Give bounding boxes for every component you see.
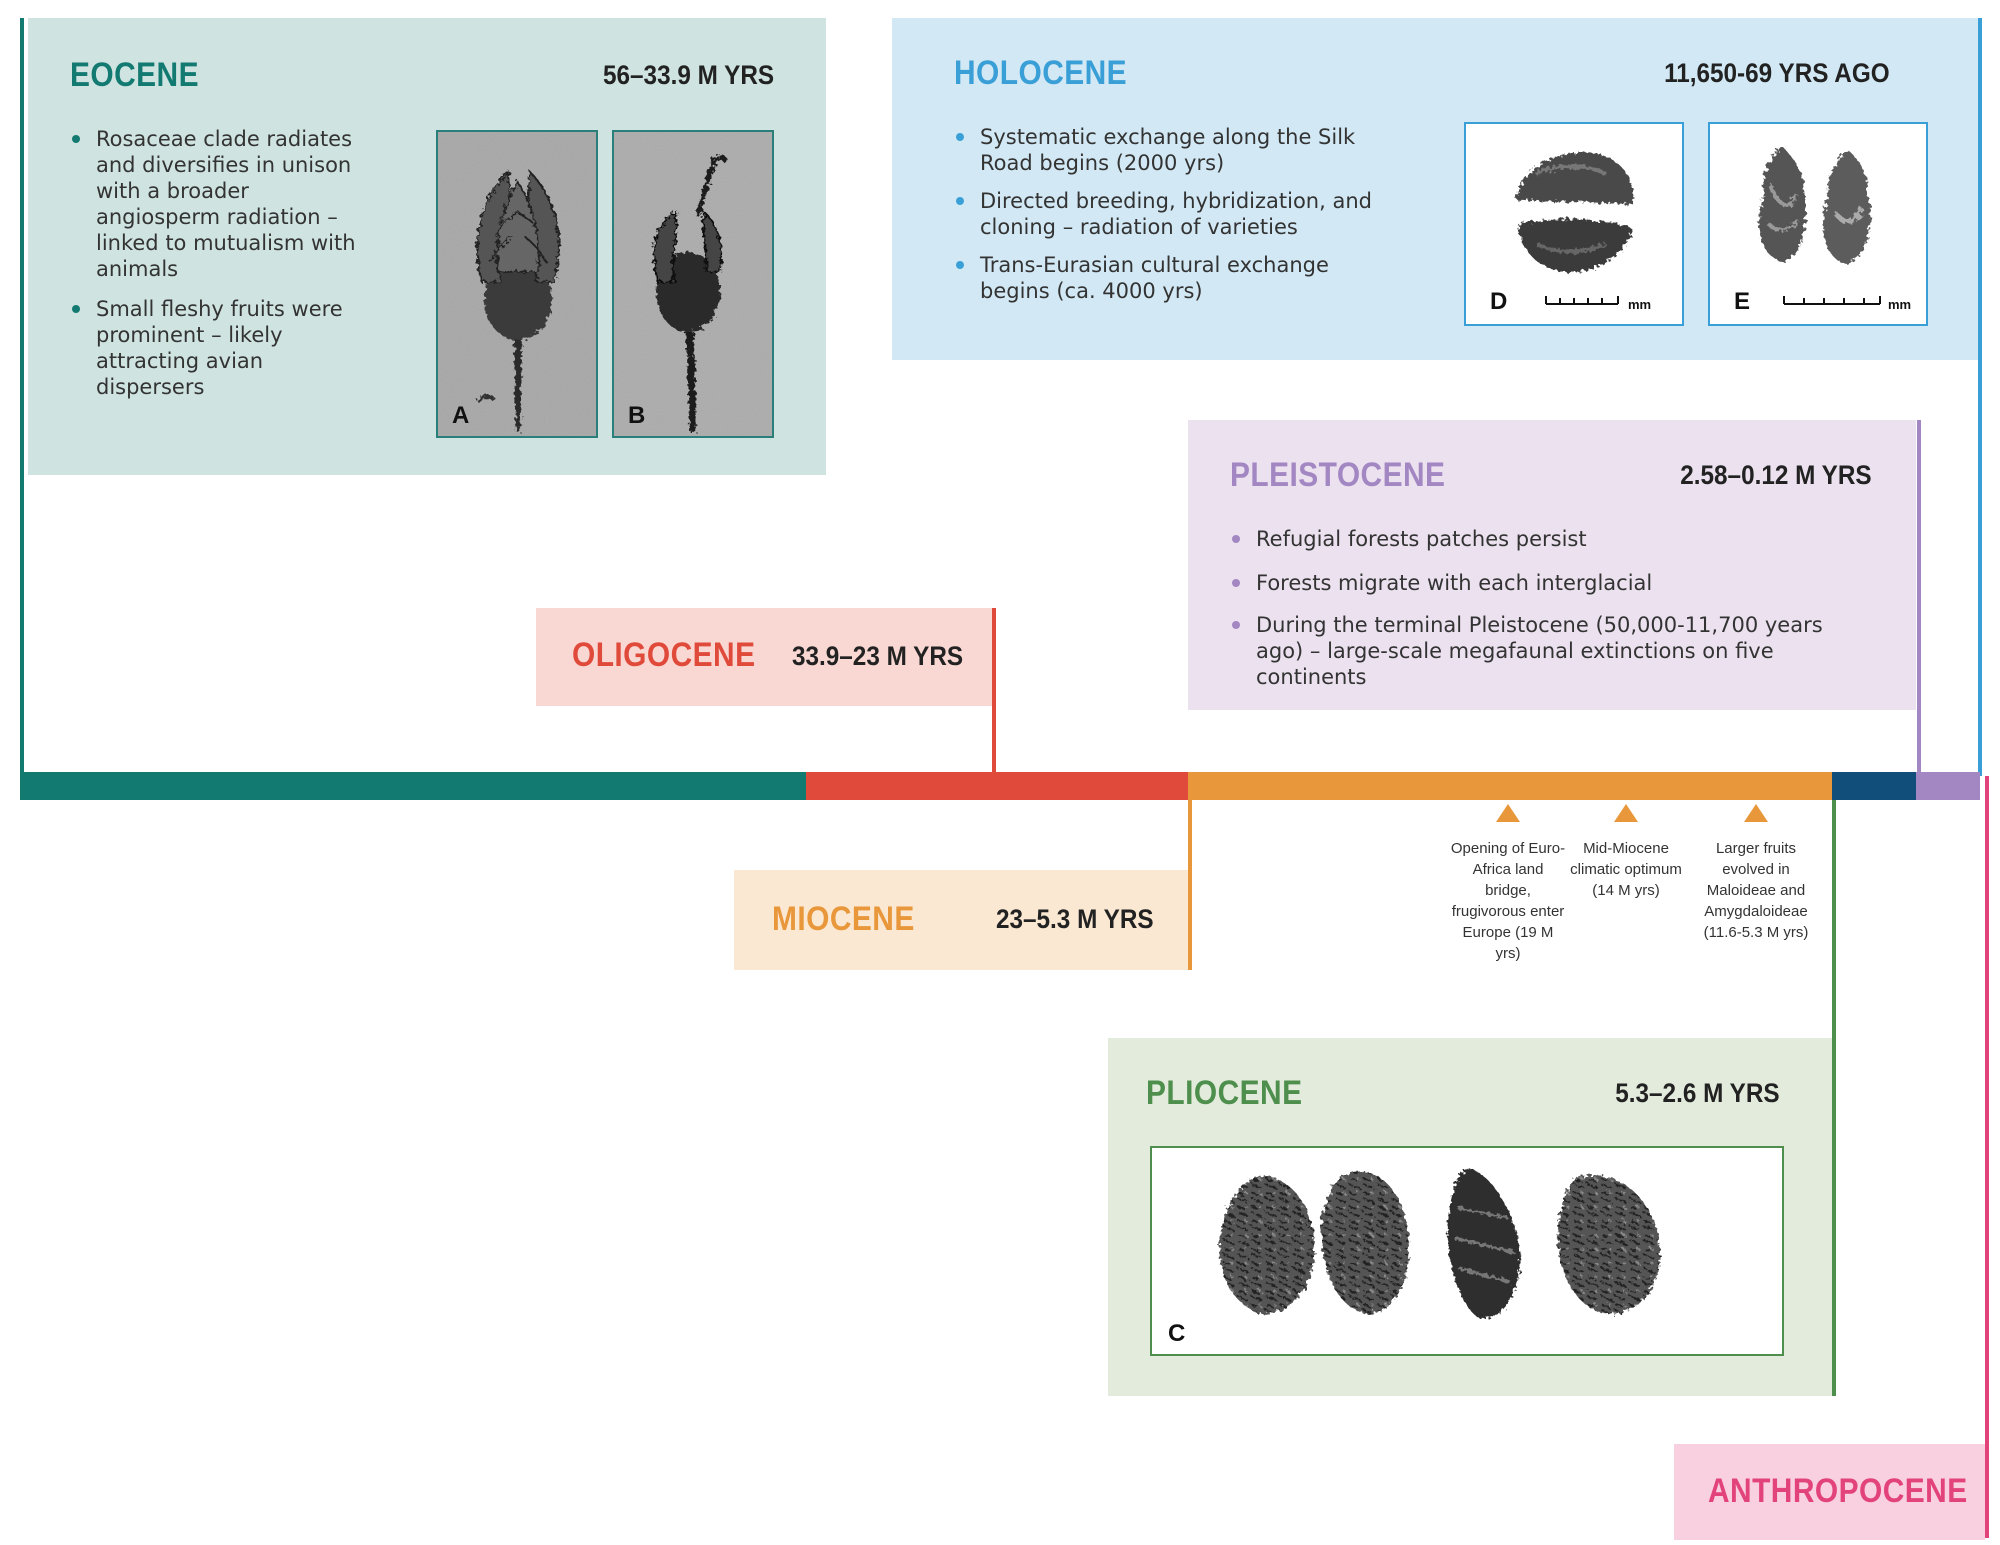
timeline-segment-pliocene	[1832, 772, 1916, 800]
scale-bar-icon	[1783, 296, 1881, 305]
scale-unit-d: mm	[1628, 297, 1652, 312]
miocene-event-annotation: Opening of Euro-Africa land bridge, frug…	[1450, 840, 1566, 962]
eocene-box: EOCENE 56–33.9 M YRS Rosaceae clade radi…	[28, 18, 826, 475]
photo-label-c: C	[1168, 1320, 1186, 1347]
flower-fossil-icon	[438, 132, 596, 436]
pleistocene-bullets: Refugial forests patches persist Forests…	[1230, 526, 1870, 704]
seed-icon	[1758, 146, 1881, 305]
holocene-bullet: Systematic exchange along the Silk Road …	[954, 124, 1394, 176]
timeline-segment-oligocene	[806, 772, 1188, 800]
eocene-photo-b: B	[612, 130, 774, 438]
holocene-range: 11,650-69 YRS AGO	[1664, 58, 1890, 88]
event-marker-icon	[1614, 804, 1638, 822]
holocene-photo-e: E mm	[1708, 122, 1928, 326]
holocene-box: HOLOCENE 11,650-69 YRS AGO Systematic ex…	[892, 18, 1978, 360]
pleistocene-bullet: Refugial forests patches persist	[1230, 526, 1870, 552]
pliocene-range: 5.3–2.6 M YRS	[1615, 1078, 1780, 1108]
pleistocene-title: PLEISTOCENE	[1230, 456, 1446, 494]
scale-bar-icon	[1545, 296, 1619, 305]
miocene-box: MIOCENE 23–5.3 M YRS	[734, 870, 1188, 970]
photo-label-e: E	[1734, 288, 1751, 315]
miocene-event-annotation: Larger fruits evolved in Maloideae and A…	[1703, 840, 1809, 941]
oligocene-title: OLIGOCENE	[572, 636, 756, 674]
pliocene-box: PLIOCENE 5.3–2.6 M YRS C	[1108, 1038, 1832, 1396]
timeline-segment-miocene	[1188, 772, 1832, 800]
timeline-segment-eocene	[20, 772, 806, 800]
anthropocene-title: ANTHROPOCENE	[1708, 1472, 1968, 1510]
eocene-bullets: Rosaceae clade radiates and diversifies …	[70, 126, 370, 414]
peach-stone-icon	[1219, 1168, 1661, 1318]
holocene-connector-line	[1978, 18, 1982, 776]
miocene-event-annotation: Mid-Miocene climatic optimum (14 M yrs)	[1570, 840, 1682, 899]
pleistocene-bullet: Forests migrate with each interglacial	[1230, 570, 1870, 596]
oligocene-connector-line	[992, 608, 996, 778]
holocene-title: HOLOCENE	[954, 54, 1128, 92]
eocene-bullet: Small fleshy fruits were prominent – lik…	[70, 296, 370, 400]
pleistocene-connector-line	[1917, 420, 1921, 776]
event-marker-icon	[1496, 804, 1520, 822]
eocene-photo-a: A	[436, 130, 598, 438]
pliocene-title: PLIOCENE	[1146, 1074, 1303, 1112]
photo-label-b: B	[628, 402, 646, 429]
pleistocene-box: PLEISTOCENE 2.58–0.12 M YRS Refugial for…	[1188, 420, 1916, 710]
miocene-connector-line	[1188, 790, 1192, 970]
pleistocene-range: 2.58–0.12 M YRS	[1680, 460, 1872, 490]
photo-label-d: D	[1490, 288, 1508, 315]
eocene-range: 56–33.9 M YRS	[602, 60, 774, 90]
eocene-bullet: Rosaceae clade radiates and diversifies …	[70, 126, 370, 282]
miocene-range: 23–5.3 M YRS	[996, 904, 1154, 934]
holocene-photo-d: D mm	[1464, 122, 1684, 326]
eocene-connector-line	[20, 18, 24, 782]
anthropocene-connector-line	[1985, 776, 1989, 1538]
event-marker-icon	[1744, 804, 1768, 822]
seed-icon	[1516, 152, 1633, 305]
pleistocene-bullet: During the terminal Pleistocene (50,000-…	[1230, 612, 1870, 690]
pliocene-connector-line	[1832, 776, 1836, 1396]
flower-fossil-icon	[614, 132, 772, 436]
holocene-bullet: Trans-Eurasian cultural exchange begins …	[954, 252, 1394, 304]
pliocene-photo-c: C	[1150, 1146, 1784, 1356]
holocene-bullet: Directed breeding, hybridization, and cl…	[954, 188, 1394, 240]
oligocene-range: 33.9–23 M YRS	[792, 641, 964, 671]
timeline-segment-pleistocene	[1916, 772, 1980, 800]
miocene-title: MIOCENE	[772, 900, 915, 938]
eocene-title: EOCENE	[70, 56, 200, 94]
holocene-bullets: Systematic exchange along the Silk Road …	[954, 124, 1394, 318]
anthropocene-box: ANTHROPOCENE	[1674, 1444, 1985, 1540]
photo-label-a: A	[452, 402, 470, 429]
scale-unit-e: mm	[1888, 297, 1912, 312]
oligocene-box: OLIGOCENE 33.9–23 M YRS	[536, 608, 992, 706]
